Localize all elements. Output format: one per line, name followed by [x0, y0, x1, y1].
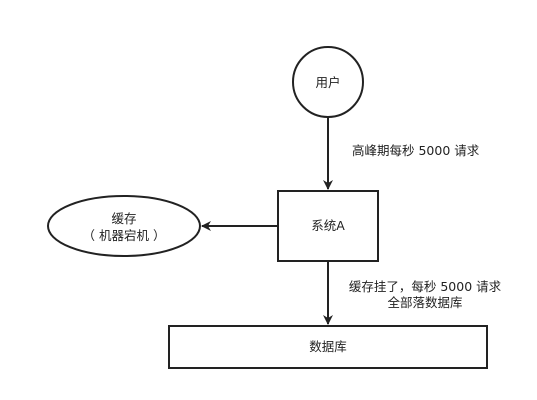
cache-node-label-line2: （ 机器宕机 ） [82, 228, 166, 243]
edge-label-system-a-to-database-line2: 全部落数据库 [387, 295, 463, 310]
database-node-label: 数据库 [309, 339, 347, 354]
system-a-node-label: 系统A [311, 218, 345, 233]
edge-label-system-a-to-database-line1: 缓存挂了，每秒 5000 请求 [348, 279, 502, 294]
system-a-node [277, 190, 379, 262]
cache-node [47, 195, 201, 257]
user-node-label: 用户 [315, 75, 341, 90]
cache-node-label-line1: 缓存 [111, 211, 137, 226]
edge-label-user-to-system-a: 高峰期每秒 5000 请求 [352, 143, 480, 158]
database-node [168, 325, 488, 369]
